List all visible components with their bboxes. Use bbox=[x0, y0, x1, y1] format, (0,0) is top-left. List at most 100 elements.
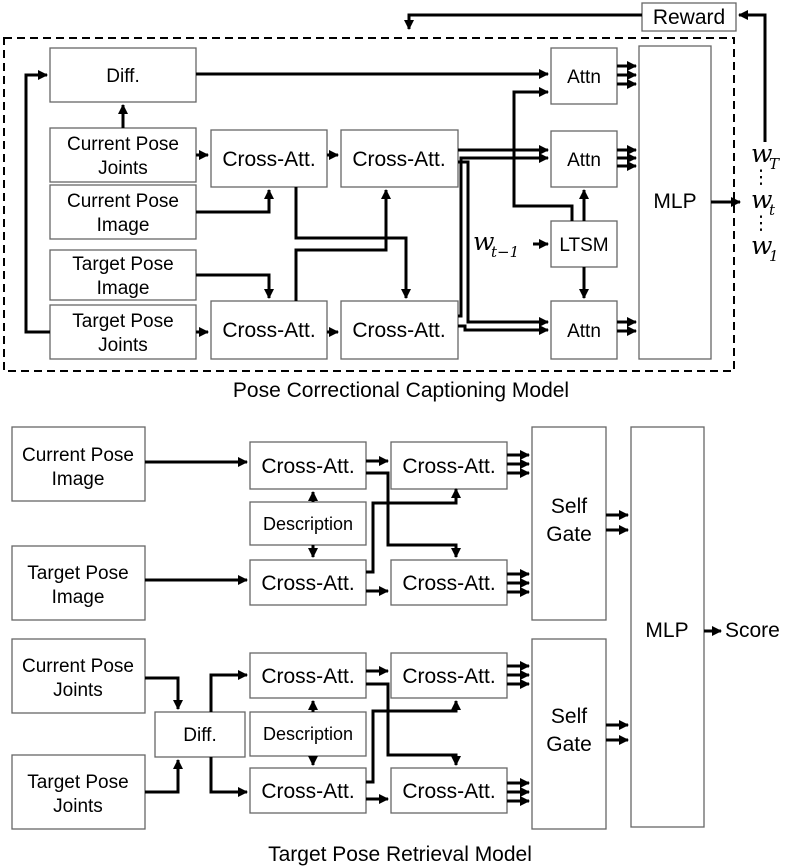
ret-cross-att-5 bbox=[249, 652, 367, 699]
ret-cross-att-5-label: Cross-Att. bbox=[261, 665, 354, 688]
ret-cross-att-1 bbox=[249, 441, 367, 490]
ret-cross-att-8 bbox=[390, 767, 508, 814]
cap-attn-2-label: Attn bbox=[567, 150, 601, 171]
ret-current-pose-image-box bbox=[11, 426, 146, 502]
cap-cross-att-4-label: Cross-Att. bbox=[352, 319, 445, 342]
ret-conn-target-joints-to-diff bbox=[145, 758, 184, 794]
cap-mlp-label: MLP bbox=[653, 190, 696, 213]
cap-cross-att-4 bbox=[340, 300, 459, 360]
output-word-t-sub: t bbox=[769, 201, 776, 219]
cap-target-pose-image-box bbox=[49, 249, 197, 301]
input-word-sub: t−1 bbox=[491, 243, 519, 261]
ret-current-pose-joints-line2: Joints bbox=[53, 680, 103, 701]
ret-diff-box bbox=[154, 711, 246, 758]
ret-cross-att-4-label: Cross-Att. bbox=[402, 572, 495, 595]
cap-attn-1-label: Attn bbox=[567, 67, 601, 88]
retrieval-model: Current Pose Image Target Pose Image Cur… bbox=[11, 426, 780, 866]
ret-current-pose-joints-box bbox=[11, 638, 146, 714]
ret-target-pose-image-box bbox=[11, 545, 146, 621]
conn-target-image-to-ca3 bbox=[196, 273, 275, 300]
cap-cross-att-3-label: Cross-Att. bbox=[222, 319, 315, 342]
ret-cross-att-7-label: Cross-Att. bbox=[402, 665, 495, 688]
ret-target-pose-image-line1: Target Pose bbox=[27, 563, 128, 584]
ret-description-1-label: Description bbox=[263, 514, 353, 534]
cap-current-pose-image-box bbox=[49, 184, 197, 240]
ret-cross-att-6-label: Cross-Att. bbox=[261, 780, 354, 803]
cap-current-pose-image-line2: Image bbox=[97, 215, 150, 236]
cap-cross-att-2 bbox=[340, 129, 459, 188]
ret-cross-att-6 bbox=[249, 767, 367, 814]
cap-mlp-box bbox=[638, 45, 712, 360]
cap-cross-att-3 bbox=[210, 300, 328, 360]
ret-target-pose-joints-line1: Target Pose bbox=[27, 772, 128, 793]
ret-cross-att-1-label: Cross-Att. bbox=[261, 455, 354, 478]
cap-lstm-label: LTSM bbox=[559, 235, 608, 256]
ret-cross-att-2 bbox=[249, 559, 367, 606]
ret-current-pose-image-line2: Image bbox=[52, 469, 105, 490]
ret-self-gate-2-line1: Self bbox=[551, 705, 587, 728]
input-word-label: w t−1 bbox=[473, 227, 519, 261]
reward-label: Reward bbox=[653, 6, 725, 29]
ret-conn-diff-to-ca6 bbox=[209, 757, 249, 798]
cap-attn-2 bbox=[550, 130, 618, 188]
ret-conn-ca6-to-ca7 bbox=[366, 699, 462, 784]
ret-current-pose-joints-line1: Current Pose bbox=[22, 656, 134, 677]
ret-mlp-label: MLP bbox=[645, 619, 688, 642]
ret-cross-att-3-label: Cross-Att. bbox=[402, 455, 495, 478]
cap-cross-att-1 bbox=[210, 129, 328, 188]
output-word-1-sub: 1 bbox=[769, 247, 779, 265]
conn-ca4-to-attn2 bbox=[458, 152, 550, 318]
cap-target-pose-joints-line1: Target Pose bbox=[72, 311, 173, 332]
cap-diff-label: Diff. bbox=[106, 66, 139, 87]
retrieval-connectors bbox=[145, 449, 723, 807]
cap-attn-1 bbox=[550, 47, 618, 105]
ret-conn-ca5-to-ca8 bbox=[366, 682, 462, 767]
ret-target-pose-joints-line2: Joints bbox=[53, 796, 103, 817]
ret-cross-att-8-label: Cross-Att. bbox=[402, 780, 495, 803]
conn-target-joints-to-diff bbox=[24, 69, 50, 334]
retrieval-caption: Target Pose Retrieval Model bbox=[268, 843, 532, 866]
ret-conn-diff-to-ca5 bbox=[209, 669, 249, 712]
ret-conn-ca2-to-ca3 bbox=[366, 487, 462, 574]
reward-box bbox=[641, 2, 737, 32]
conn-current-image-to-ca1 bbox=[196, 188, 275, 214]
cap-cross-att-1-label: Cross-Att. bbox=[222, 148, 315, 171]
cap-cross-att-2-label: Cross-Att. bbox=[352, 148, 445, 171]
ret-cross-att-3 bbox=[390, 441, 508, 490]
cap-current-pose-joints-line1: Current Pose bbox=[67, 134, 179, 155]
output-word-t-base: w bbox=[751, 185, 772, 214]
ret-self-gate-2 bbox=[531, 638, 607, 830]
ret-conn-current-joints-to-diff bbox=[145, 676, 184, 711]
ret-description-2-label: Description bbox=[263, 724, 353, 744]
ret-self-gate-2-line2: Gate bbox=[546, 733, 592, 756]
ret-cross-att-2-label: Cross-Att. bbox=[261, 572, 354, 595]
captioning-caption: Pose Correctional Captioning Model bbox=[233, 379, 569, 402]
ret-cross-att-7 bbox=[390, 652, 508, 699]
ret-description-2 bbox=[249, 711, 367, 757]
cap-current-pose-joints-line2: Joints bbox=[98, 158, 148, 179]
cap-target-pose-image-line2: Image bbox=[97, 278, 150, 299]
conn-ca1-to-ca4 bbox=[294, 187, 412, 300]
ret-self-gate-1-line1: Self bbox=[551, 495, 587, 518]
output-word-T-base: w bbox=[751, 139, 772, 168]
cap-attn-3-label: Attn bbox=[567, 321, 601, 342]
ret-self-gate-1 bbox=[531, 426, 607, 621]
ret-mlp-box bbox=[630, 426, 705, 828]
ret-score-label: Score bbox=[725, 619, 780, 642]
output-word-1: w 1 bbox=[751, 231, 779, 265]
captioning-connectors bbox=[24, 9, 767, 338]
conn-reward-to-frame bbox=[403, 13, 642, 31]
ret-conn-ca1-to-ca4 bbox=[366, 471, 462, 559]
ret-target-pose-image-line2: Image bbox=[52, 587, 105, 608]
cap-diff-box bbox=[49, 47, 197, 103]
captioning-model-frame bbox=[3, 37, 735, 372]
captioning-model: Reward Diff. Current Pose Joints Current… bbox=[3, 2, 780, 402]
conn-ca2-to-attn3 bbox=[458, 160, 550, 328]
cap-target-pose-joints-box bbox=[49, 304, 197, 360]
output-ellipsis-2: ⋮ bbox=[752, 213, 771, 234]
input-word-base: w bbox=[473, 227, 494, 256]
conn-ca4-to-attn3 bbox=[458, 324, 550, 336]
conn-lstm-to-attn1 bbox=[512, 86, 574, 221]
cap-target-pose-joints-line2: Joints bbox=[98, 335, 148, 356]
